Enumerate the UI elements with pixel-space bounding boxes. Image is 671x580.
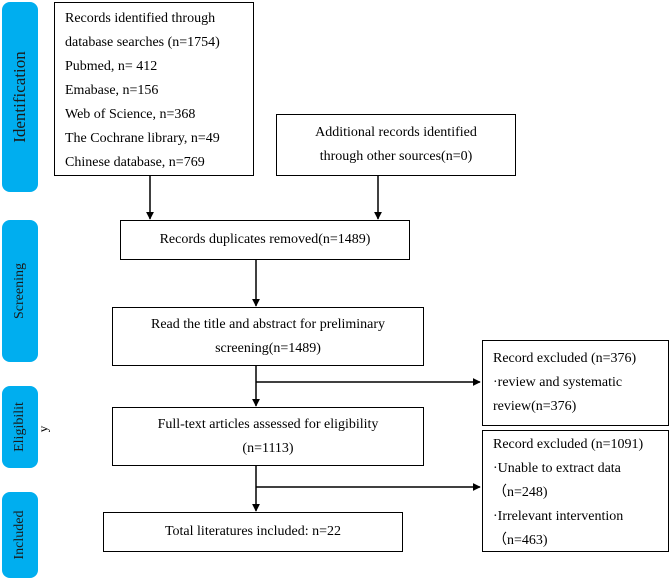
- stage-included-label: Included: [12, 510, 27, 560]
- box-line: （n=248): [493, 485, 548, 500]
- box-line: （n=463): [493, 533, 548, 548]
- box-line: Total literatures included: n=22: [164, 524, 342, 539]
- box-line: Pubmed, n= 412: [65, 59, 158, 74]
- stage-included: Included: [2, 492, 38, 578]
- stage-screening-label: Screening: [12, 263, 27, 319]
- box-line: Record excluded (n=1091): [493, 437, 644, 452]
- stage-eligibility-overflow-text: y: [35, 425, 51, 433]
- box-records-identified: Records identified through database sear…: [54, 2, 254, 176]
- box-line: Additional records identified: [315, 125, 477, 140]
- box-additional-records: Additional records identified through ot…: [276, 114, 516, 176]
- stage-identification: Identification: [2, 2, 38, 192]
- box-line: Chinese database, n=769: [65, 155, 205, 170]
- box-line: review(n=376): [493, 399, 577, 414]
- box-line: Web of Science, n=368: [65, 107, 196, 122]
- box-line: (n=1113): [242, 441, 294, 456]
- box-line: Full-text articles assessed for eligibil…: [157, 417, 379, 432]
- box-excluded-first: Record excluded (n=376) ·review and syst…: [482, 340, 669, 426]
- box-duplicates-removed: Records duplicates removed(n=1489): [120, 220, 410, 260]
- box-title-abstract-screening: Read the title and abstract for prelimin…: [112, 307, 424, 366]
- box-line: Emabase, n=156: [65, 83, 159, 98]
- box-line: ·review and systematic: [493, 375, 623, 390]
- box-total-included: Total literatures included: n=22: [103, 512, 403, 552]
- box-line: ·Irrelevant intervention: [493, 509, 624, 524]
- stage-eligibility: Eligibilit: [2, 386, 38, 468]
- box-line: through other sources(n=0): [319, 149, 473, 164]
- stage-screening: Screening: [2, 220, 38, 362]
- box-line: screening(n=1489): [215, 341, 321, 356]
- box-line: Record excluded (n=376): [493, 351, 637, 366]
- box-line: Read the title and abstract for prelimin…: [150, 317, 386, 332]
- box-line: ·Unable to extract data: [493, 461, 621, 476]
- box-line: Records duplicates removed(n=1489): [159, 232, 371, 247]
- box-full-text-assessed: Full-text articles assessed for eligibil…: [112, 407, 424, 466]
- box-excluded-second: Record excluded (n=1091) ·Unable to extr…: [482, 430, 669, 552]
- stage-eligibility-label: Eligibilit: [12, 402, 27, 452]
- box-line: The Cochrane library, n=49: [65, 131, 220, 146]
- box-line: Records identified through: [65, 11, 216, 26]
- box-line: database searches (n=1754): [65, 35, 220, 50]
- stage-identification-label: Identification: [10, 51, 29, 143]
